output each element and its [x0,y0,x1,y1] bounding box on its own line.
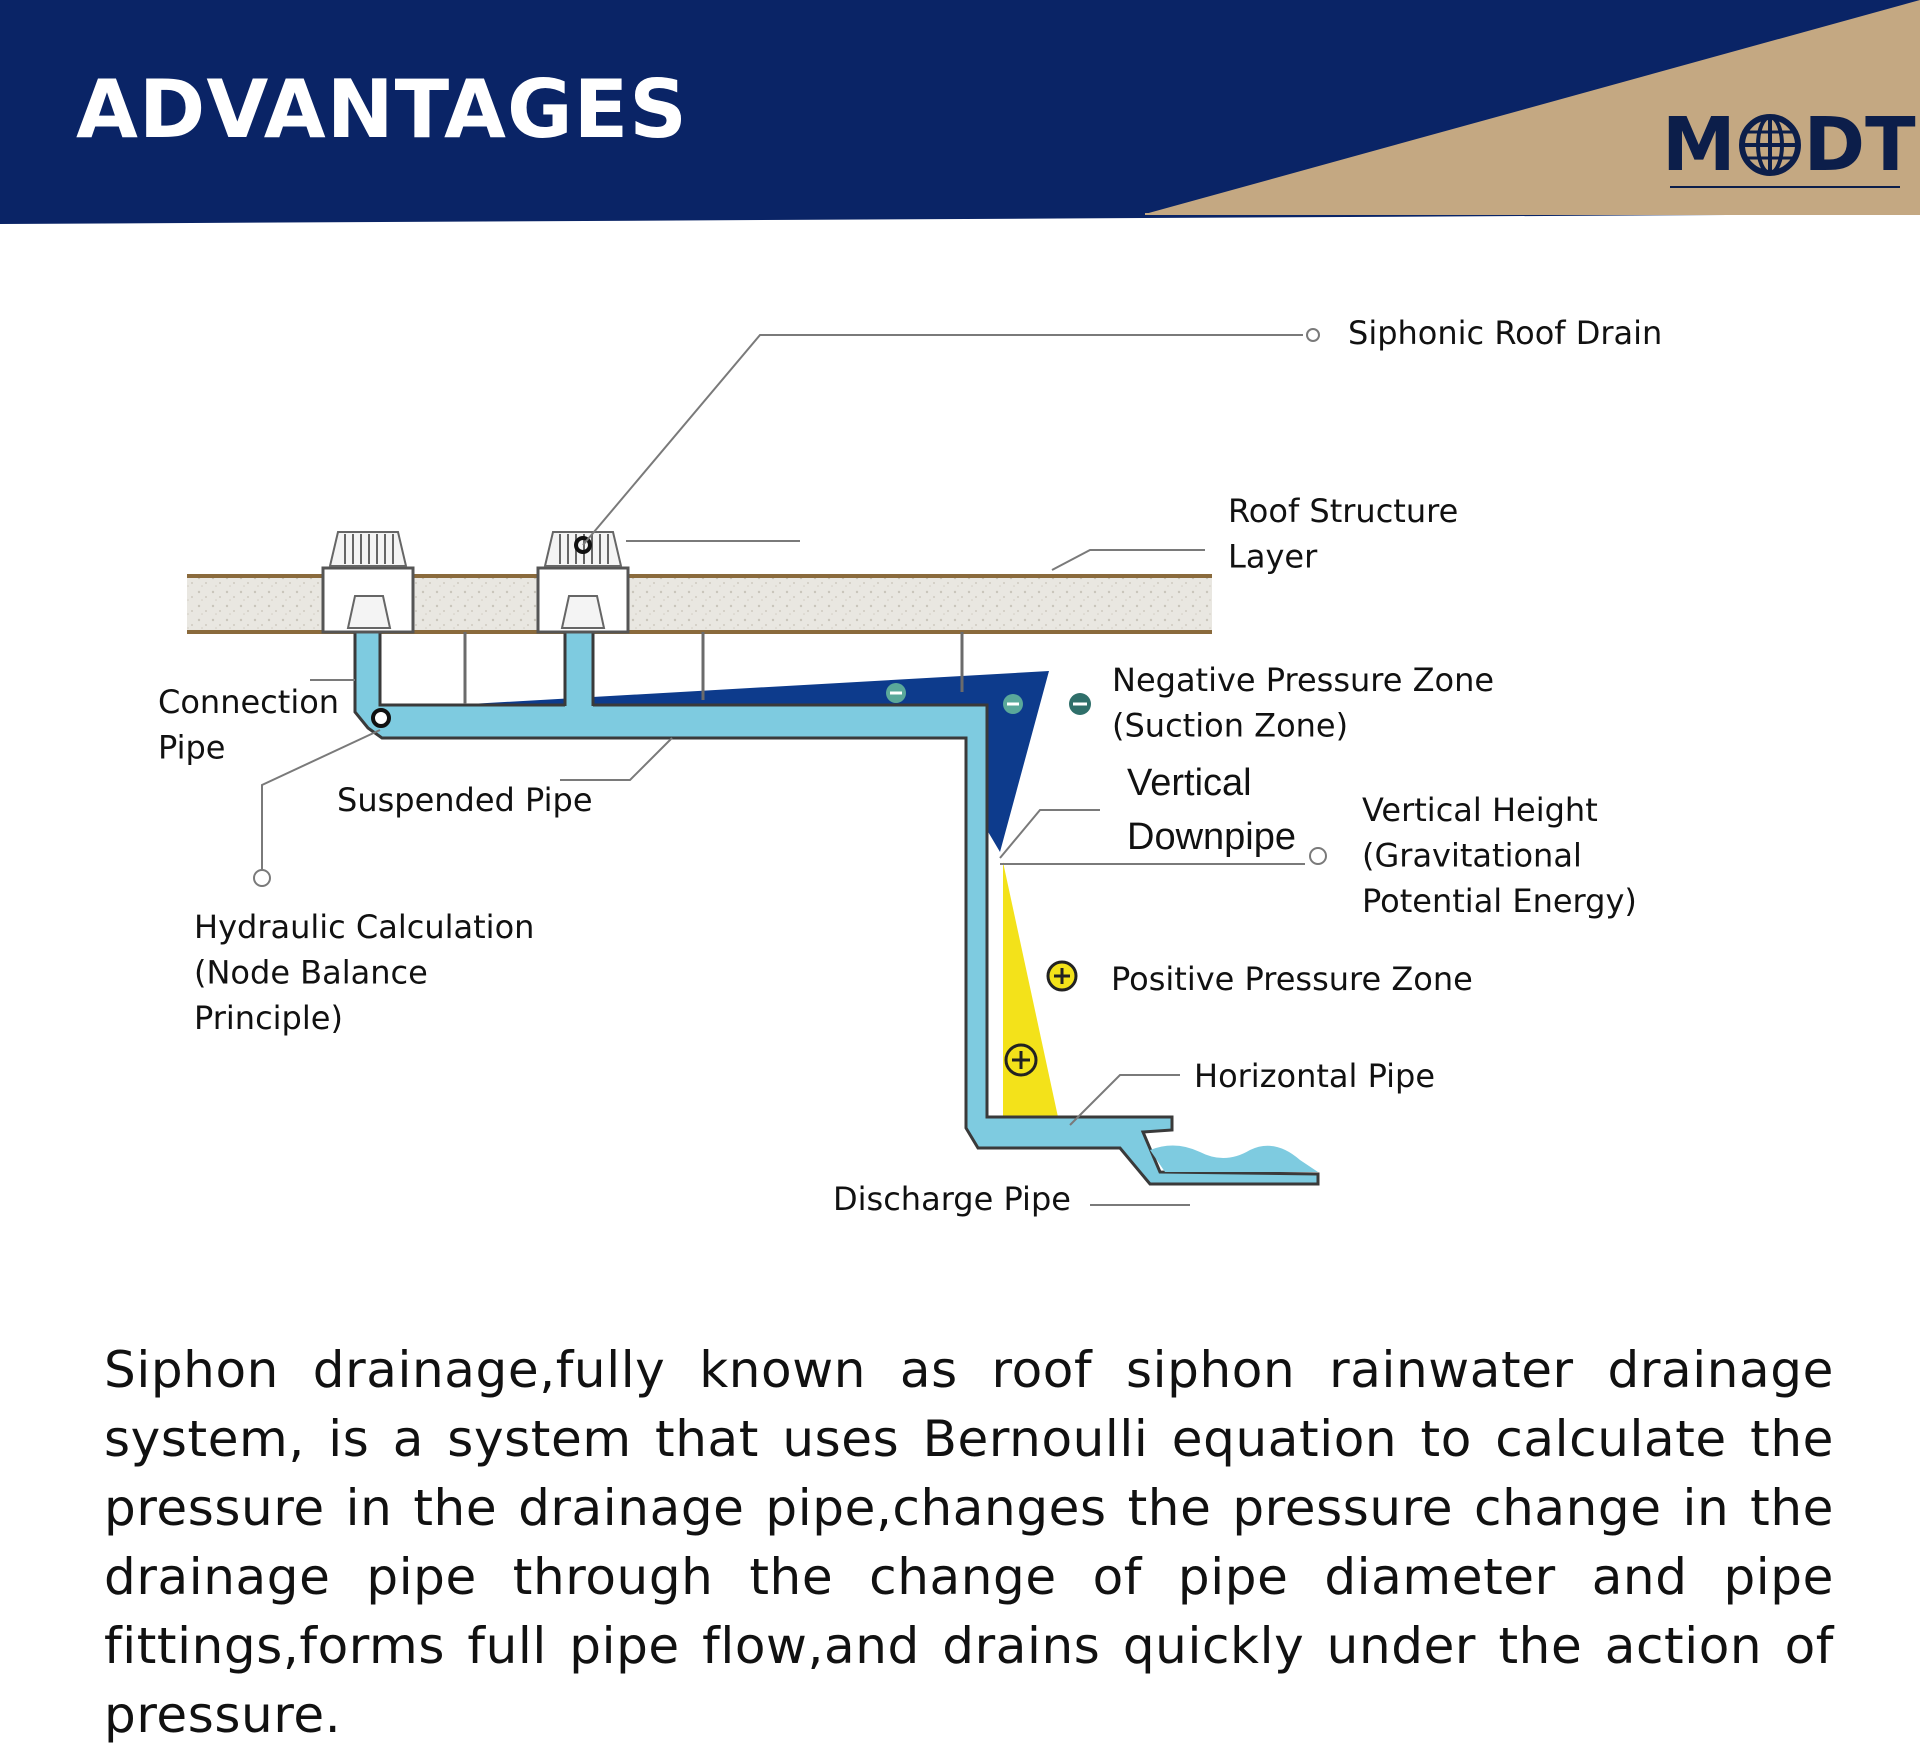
connection-node [371,708,391,728]
label-horizontal-pipe: Horizontal Pipe [1194,1057,1435,1095]
pipe-hangers [463,632,964,704]
roof-drain-right [536,531,630,634]
header-tan-wedge [1145,0,1920,214]
logo-text-left: M [1662,102,1736,188]
pipe-system [353,628,1320,1186]
minus-symbol-icon [886,683,1091,715]
water-splash [1150,1145,1318,1172]
globe-icon [1738,114,1801,176]
negative-pressure-zone-area [400,671,1049,852]
leader-lines [253,328,1327,1206]
positive-pressure-zone-area [1003,862,1058,1117]
plus-symbol-icon [1004,960,1078,1077]
logo-text-right: DT [1803,102,1916,188]
description-paragraph: Siphon drainage,fully known as roof siph… [104,1341,1834,1744]
label-negative-pressure-zone: Negative Pressure Zone(Suction Zone) [1112,661,1494,744]
logo-underline [1670,186,1900,188]
roof-drain-left [321,531,415,634]
label-positive-pressure-zone: Positive Pressure Zone [1111,960,1473,998]
modt-logo: M DT [1662,102,1916,194]
label-siphonic-roof-drain: Siphonic Roof Drain [1348,314,1662,352]
label-discharge-pipe: Discharge Pipe [833,1180,1071,1218]
label-suspended-pipe: Suspended Pipe [337,781,593,819]
page-title: ADVANTAGES [76,63,688,156]
header-banner [0,0,1920,224]
